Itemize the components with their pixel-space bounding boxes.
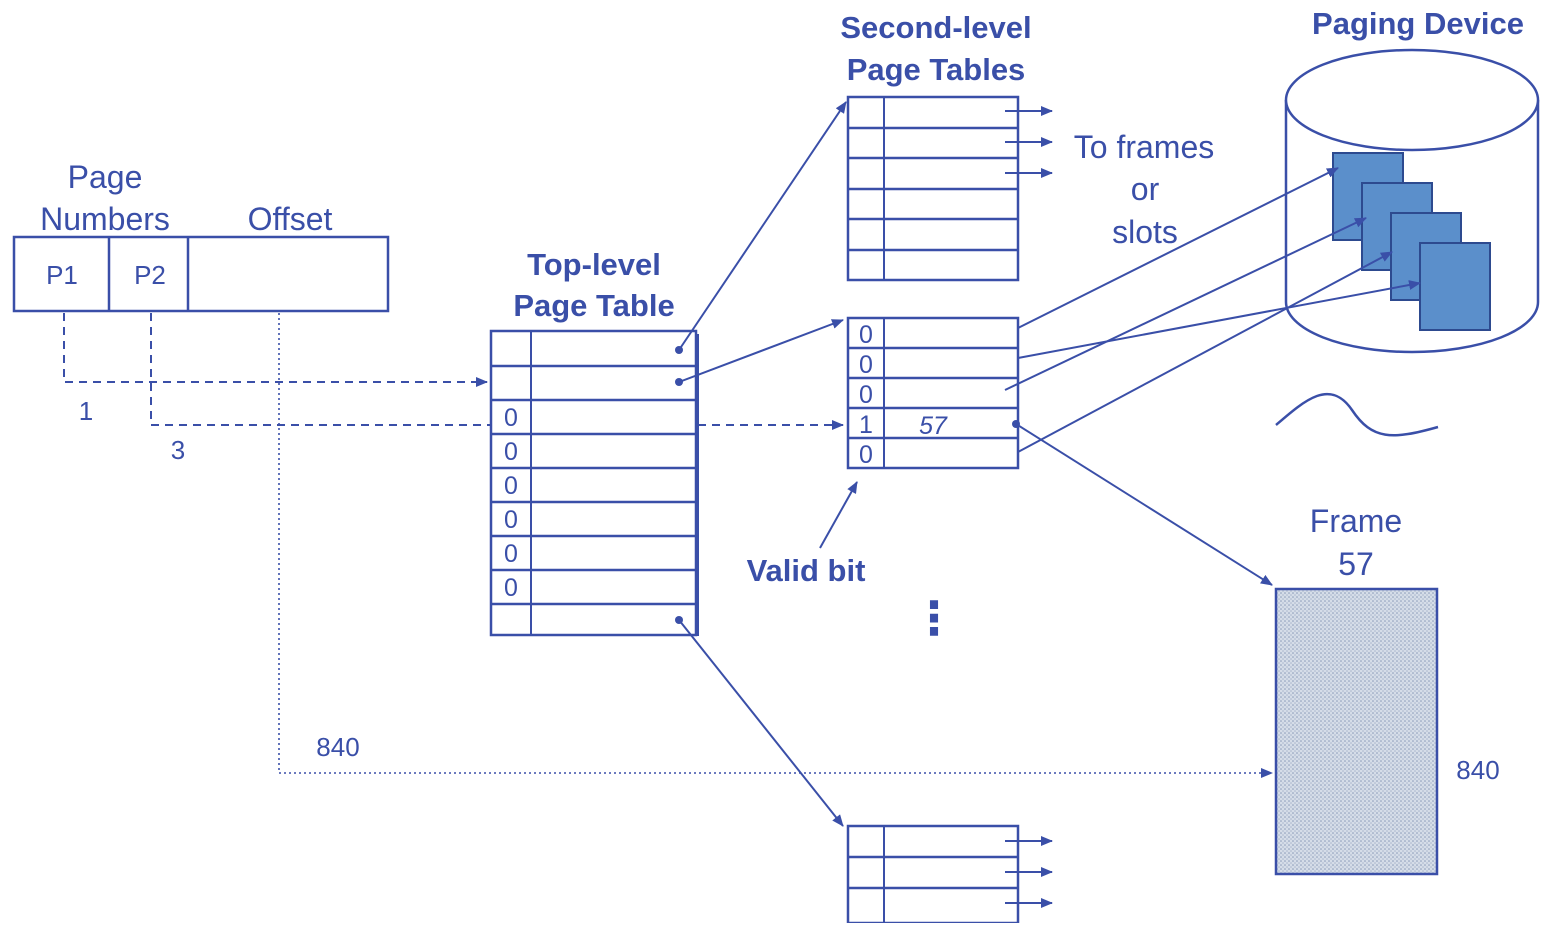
- middle-table-valid-bit: 0: [859, 381, 873, 409]
- middle-table-valid-bit: 0: [859, 351, 873, 379]
- top-table-valid-bit: 0: [504, 540, 518, 568]
- middle-table-valid-bit: 0: [859, 441, 873, 469]
- second-level-table-upper: [848, 97, 1052, 280]
- swap-page-icon: [1420, 243, 1490, 330]
- pointer-to-upper-table: [679, 102, 846, 350]
- p1-field: P1: [46, 260, 78, 290]
- middle-table-valid-bit: 0: [859, 321, 873, 349]
- p1-value: 1: [79, 396, 93, 426]
- physical-frame: Frame 57 840: [1276, 503, 1500, 874]
- valid-bit-pointer: [820, 482, 857, 548]
- top-table-valid-bit: 0: [504, 404, 518, 432]
- top-table-title-line2: Page Table: [513, 288, 674, 323]
- targets-line2: or: [1131, 171, 1160, 207]
- frame-offset-value: 840: [1456, 755, 1499, 785]
- top-table-valid-bit: 0: [504, 438, 518, 466]
- top-level-page-table: Top-level Page Table 0 0 0 0 0 0: [491, 247, 697, 636]
- pointer-to-middle-table: [679, 320, 843, 382]
- slot-pointer-arrow: [1018, 252, 1392, 452]
- disk-cylinder-top: [1286, 50, 1538, 150]
- targets-line3: slots: [1112, 214, 1178, 250]
- p1-index-arrow: [64, 313, 487, 382]
- offset-value: 840: [316, 732, 359, 762]
- top-table-valid-bit: 0: [504, 574, 518, 602]
- targets-label: To frames or slots: [1074, 129, 1214, 250]
- offset-heading: Offset: [248, 201, 333, 237]
- middle-table-valid-bit: 1: [859, 411, 873, 439]
- second-tables-title-line2: Page Tables: [847, 52, 1026, 87]
- second-level-table-lower: [848, 826, 1052, 923]
- more-tables-ellipsis: ⋮: [911, 592, 957, 644]
- top-table-title-line1: Top-level: [527, 247, 661, 282]
- offset-arrow: [279, 313, 1272, 773]
- frame-label-line2: 57: [1338, 546, 1374, 582]
- p2-value: 3: [171, 435, 185, 465]
- p2-index-line: [151, 313, 490, 425]
- frame-box: [1276, 589, 1437, 874]
- middle-table-border: [848, 318, 1018, 468]
- frame-label-line1: Frame: [1310, 503, 1402, 539]
- second-tables-title-line1: Second-level: [840, 10, 1031, 45]
- p2-field: P2: [134, 260, 166, 290]
- top-table-valid-bit: 0: [504, 506, 518, 534]
- pointer-to-lower-table: [679, 620, 843, 826]
- lower-table-border: [848, 826, 1018, 923]
- page-numbers-heading-line1: Page: [68, 159, 143, 195]
- break-squiggle: [1276, 394, 1438, 435]
- frame-number-entry: 57: [919, 412, 948, 440]
- targets-line1: To frames: [1074, 129, 1214, 165]
- page-numbers-heading-line2: Numbers: [40, 201, 170, 237]
- top-table-border: [491, 331, 696, 635]
- paging-device-title: Paging Device: [1312, 6, 1524, 41]
- valid-bit-label: Valid bit: [747, 553, 866, 588]
- frame-pointer-arrow: [1016, 424, 1272, 585]
- top-table-valid-bit: 0: [504, 472, 518, 500]
- paging-device: Paging Device: [1276, 6, 1538, 435]
